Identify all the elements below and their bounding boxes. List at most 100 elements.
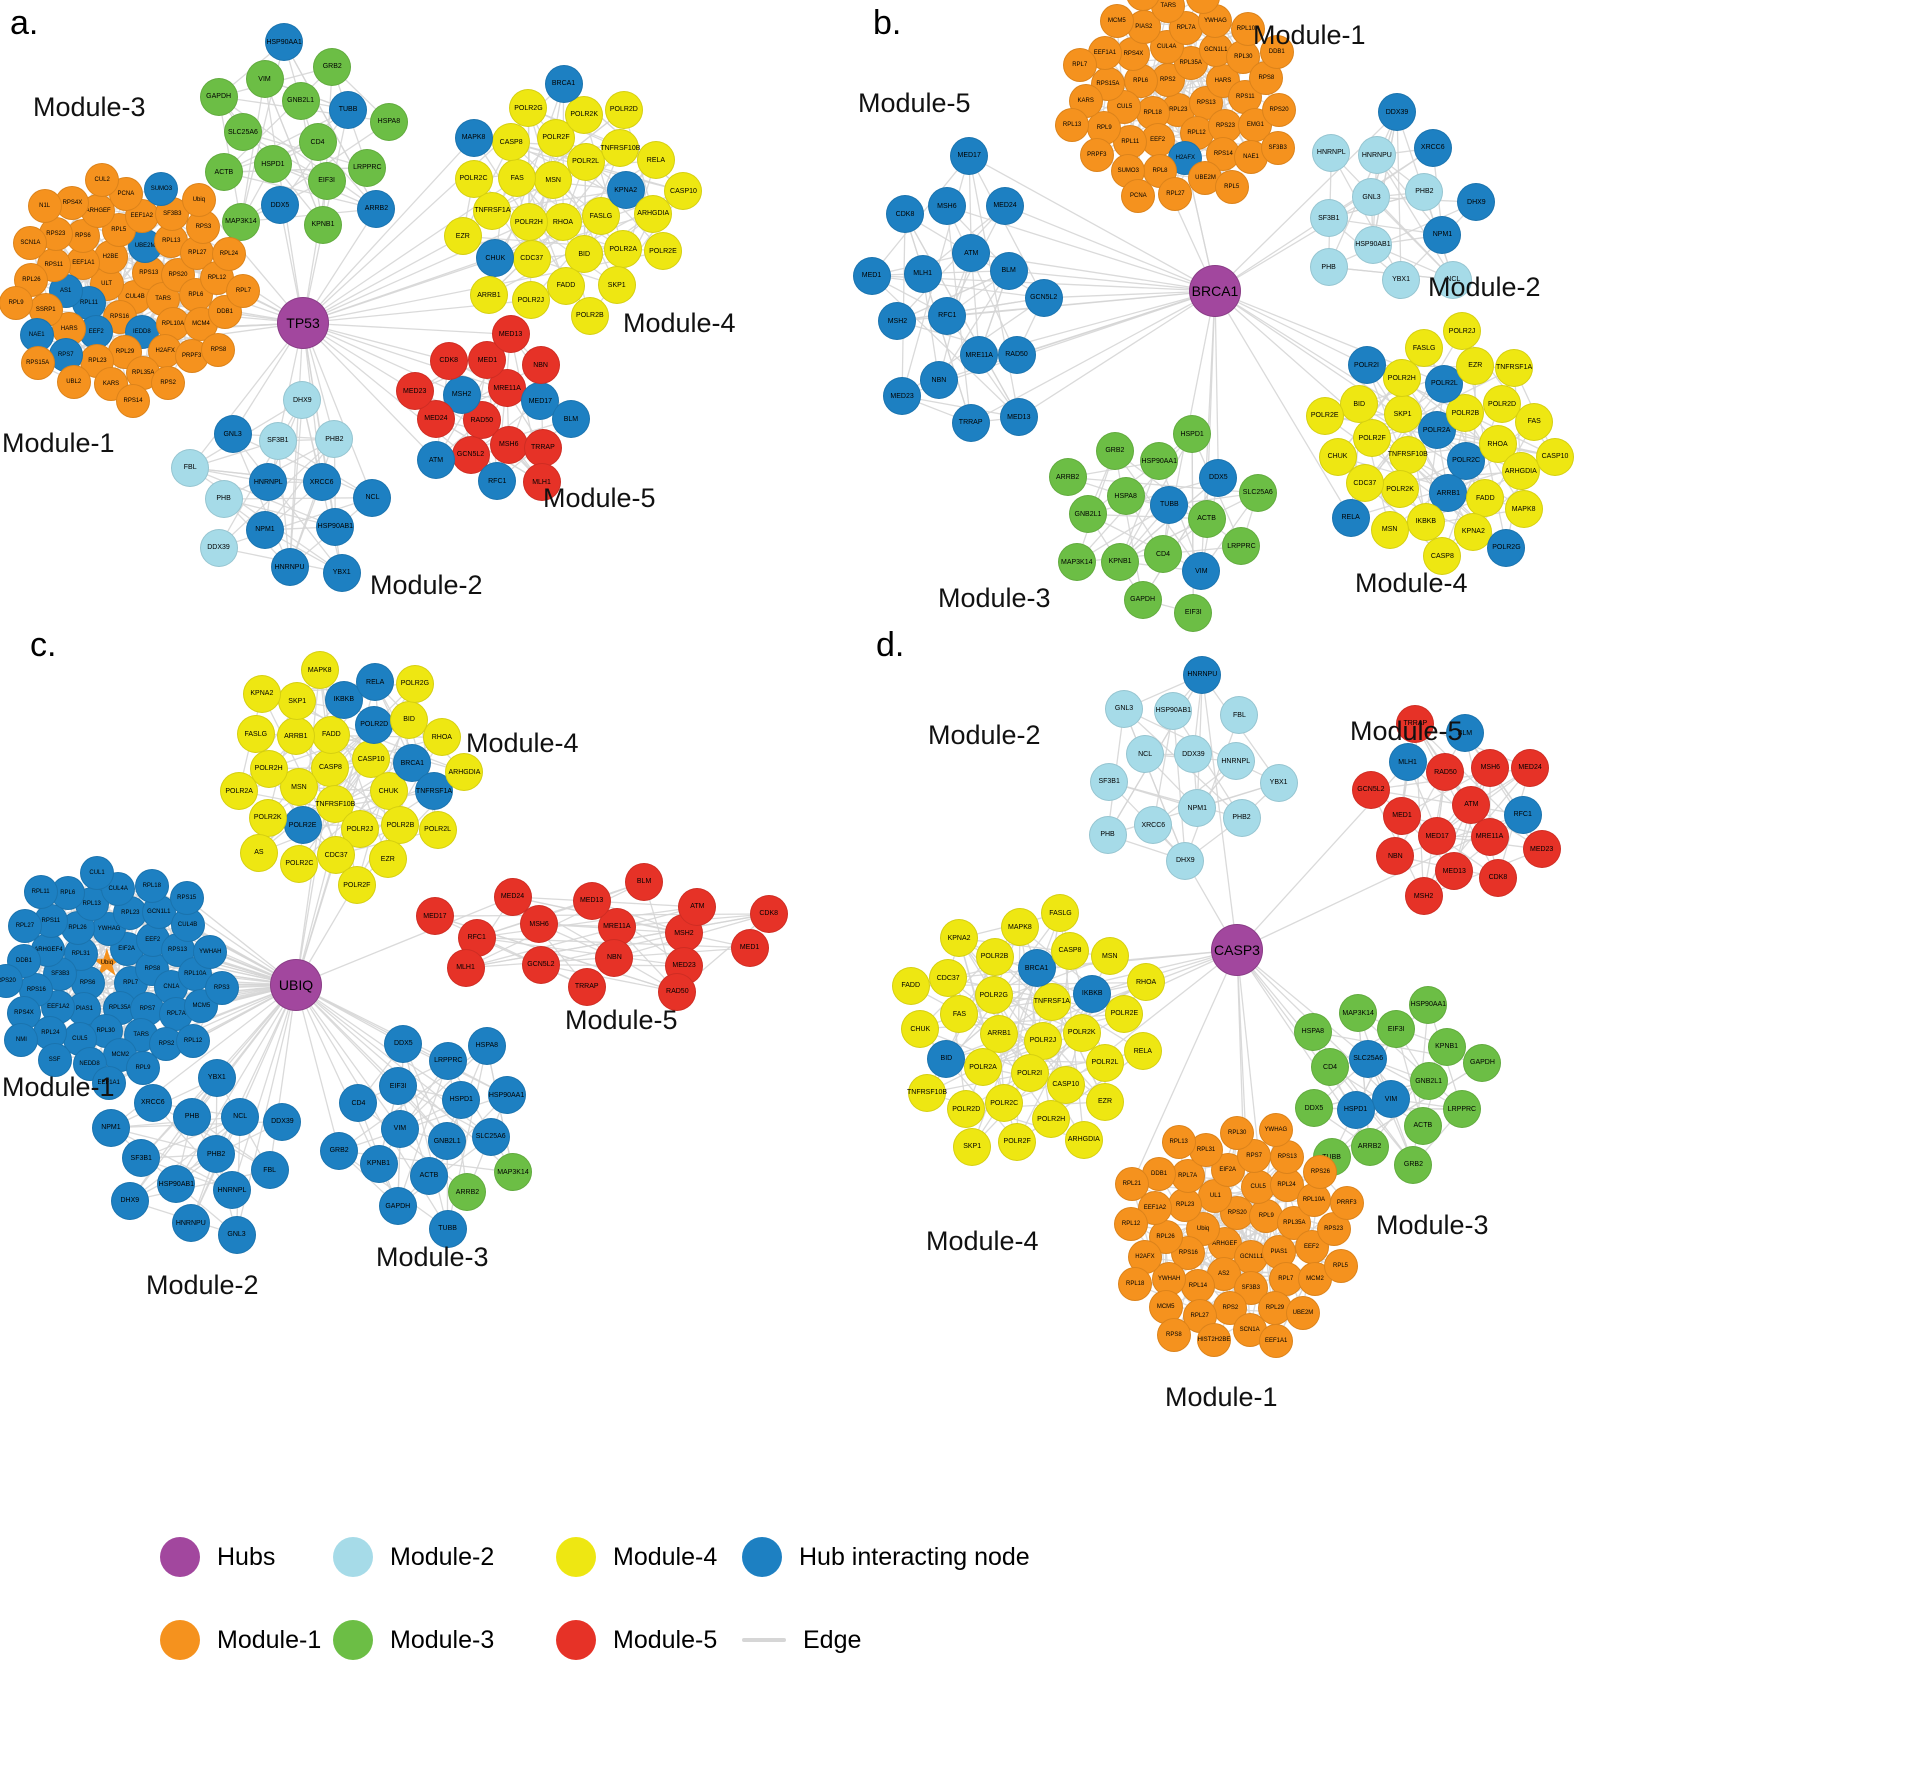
d-node-MRE11A[interactable]: MRE11A (1470, 817, 1509, 856)
b-node-FAS[interactable]: FAS (1515, 402, 1554, 441)
c-node-POLR2G[interactable]: POLR2G (395, 664, 434, 703)
b-node-ARRB2[interactable]: ARRB2 (1048, 458, 1087, 497)
a-node-POLR2J[interactable]: POLR2J (511, 281, 550, 320)
c-node-GCN5L2[interactable]: GCN5L2 (521, 945, 560, 984)
b-node-PHB[interactable]: PHB (1309, 248, 1348, 287)
c-node-FBL[interactable]: FBL (250, 1151, 289, 1190)
a-node-SF3B1[interactable]: SF3B1 (258, 421, 297, 460)
c-node-BLM[interactable]: BLM (625, 862, 664, 901)
d-node-POLR2B[interactable]: POLR2B (975, 937, 1014, 976)
b-node-TNFRSF1A[interactable]: TNFRSF1A (1495, 348, 1534, 387)
d-node-BRCA1[interactable]: BRCA1 (1017, 949, 1056, 987)
d-node-PHB2[interactable]: PHB2 (1222, 798, 1261, 837)
a-node-YBX1[interactable]: YBX1 (322, 553, 361, 592)
b-node-IKBKB[interactable]: IKBKB (1406, 502, 1445, 541)
b-node-PRPF3[interactable]: PRPF3 (1079, 137, 1114, 172)
d-node-RPL13[interactable]: RPL13 (1161, 1125, 1196, 1160)
a-node-GRB2[interactable]: GRB2 (313, 47, 352, 86)
a-node-NBN[interactable]: NBN (521, 346, 560, 385)
c-node-RPS15[interactable]: RPS15 (169, 881, 204, 916)
d-node-HIST2H2BE[interactable]: HIST2H2BE (1197, 1323, 1232, 1358)
a-node-KPNB1[interactable]: KPNB1 (304, 205, 342, 244)
b-node-MED17[interactable]: MED17 (950, 136, 989, 175)
d-node-CUL5[interactable]: CUL5 (1241, 1170, 1276, 1205)
b-node-HNRNPL[interactable]: HNRNPL (1312, 133, 1351, 172)
a-hub-TP53[interactable]: TP53 (277, 297, 329, 349)
d-node-YWHAG[interactable]: YWHAG (1258, 1113, 1293, 1148)
a-node-RPS14[interactable]: RPS14 (116, 384, 151, 419)
d-node-EEF1A1[interactable]: EEF1A1 (1259, 1324, 1294, 1359)
d-node-RPL21[interactable]: RPL21 (1114, 1166, 1149, 1201)
a-node-RPL24[interactable]: RPL24 (211, 236, 246, 271)
d-node-CASP10[interactable]: CASP10 (1046, 1065, 1085, 1104)
c-node-POLR2F[interactable]: POLR2F (337, 866, 376, 905)
b-node-RPL29[interactable]: RPL29 (1185, 0, 1220, 14)
c-node-ARRB1[interactable]: ARRB1 (276, 717, 315, 756)
c-node-HNRNPU[interactable]: HNRNPU (171, 1204, 210, 1243)
c-node-RPS3[interactable]: RPS3 (204, 970, 239, 1005)
c-node-MED24[interactable]: MED24 (493, 877, 532, 916)
a-node-XRCC6[interactable]: XRCC6 (302, 463, 341, 502)
d-node-LRPPRC[interactable]: LRPPRC (1442, 1090, 1481, 1129)
c-node-FASLG[interactable]: FASLG (236, 715, 275, 754)
d-node-SKP1[interactable]: SKP1 (953, 1127, 992, 1166)
c-node-VIM[interactable]: VIM (380, 1109, 419, 1148)
d-node-YBX1[interactable]: YBX1 (1259, 763, 1298, 802)
a-node-NPM1[interactable]: NPM1 (245, 510, 284, 549)
a-node-DHX9[interactable]: DHX9 (283, 381, 322, 420)
a-node-HNRNPU[interactable]: HNRNPU (270, 548, 309, 587)
d-node-MED24[interactable]: MED24 (1511, 748, 1550, 787)
c-node-POLR2C[interactable]: POLR2C (280, 844, 319, 883)
c-node-SLC25A6[interactable]: SLC25A6 (471, 1117, 510, 1156)
d-node-RPL18[interactable]: RPL18 (1118, 1267, 1153, 1302)
b-node-RAD50[interactable]: RAD50 (997, 335, 1036, 374)
b-node-MAPK8[interactable]: MAPK8 (1504, 490, 1543, 529)
b-node-MED24[interactable]: MED24 (985, 186, 1024, 225)
c-node-RPL11[interactable]: RPL11 (23, 875, 58, 910)
b-node-DDX5[interactable]: DDX5 (1199, 458, 1238, 497)
a-node-RPS15A[interactable]: RPS15A (20, 346, 55, 381)
d-node-GRB2[interactable]: GRB2 (1394, 1145, 1433, 1184)
b-node-RFC1[interactable]: RFC1 (928, 296, 967, 335)
c-node-GNL3[interactable]: GNL3 (217, 1215, 256, 1254)
a-node-BLM[interactable]: BLM (551, 400, 590, 439)
b-node-DHX9[interactable]: DHX9 (1457, 183, 1496, 222)
d-node-UBE2M[interactable]: UBE2M (1285, 1295, 1320, 1330)
a-node-LRPPRC[interactable]: LRPPRC (348, 148, 387, 187)
c-node-PHB2[interactable]: PHB2 (197, 1135, 236, 1174)
d-node-RPS8[interactable]: RPS8 (1156, 1318, 1191, 1353)
c-node-GRB2[interactable]: GRB2 (320, 1131, 359, 1170)
d-node-HSP90AA1[interactable]: HSP90AA1 (1409, 985, 1448, 1024)
b-node-SF3B1[interactable]: SF3B1 (1309, 199, 1348, 238)
d-node-SLC25A6[interactable]: SLC25A6 (1349, 1039, 1388, 1078)
c-node-POLR2E[interactable]: POLR2E (283, 806, 322, 845)
a-node-EZR[interactable]: EZR (443, 217, 482, 256)
d-node-MLH1[interactable]: MLH1 (1388, 743, 1427, 782)
a-node-TUBB[interactable]: TUBB (329, 90, 368, 129)
d-node-TNFRSF10B[interactable]: TNFRSF10B (907, 1073, 947, 1112)
a-node-FBL[interactable]: FBL (171, 448, 210, 487)
d-node-MSN[interactable]: MSN (1090, 937, 1129, 976)
a-node-GAPDH[interactable]: GAPDH (199, 77, 238, 116)
b-node-MAP3K14[interactable]: MAP3K14 (1057, 543, 1096, 582)
c-node-DDX5[interactable]: DDX5 (384, 1024, 423, 1063)
b-node-POLR2E[interactable]: POLR2E (1305, 396, 1344, 435)
c-node-POLR2L[interactable]: POLR2L (418, 810, 457, 849)
c-node-MED1[interactable]: MED1 (730, 928, 769, 967)
c-node-EIF3I[interactable]: EIF3I (379, 1067, 418, 1106)
c-node-PHB[interactable]: PHB (173, 1097, 212, 1136)
a-node-POLR2D[interactable]: POLR2D (604, 90, 643, 129)
b-node-HNRNPU[interactable]: HNRNPU (1357, 136, 1396, 175)
d-node-RPL5[interactable]: RPL5 (1323, 1248, 1358, 1283)
c-node-MAPK8[interactable]: MAPK8 (300, 651, 339, 690)
c-node-CDK8[interactable]: CDK8 (749, 894, 788, 933)
d-node-KPNB1[interactable]: KPNB1 (1427, 1027, 1466, 1066)
c-node-RPL18[interactable]: RPL18 (134, 869, 169, 904)
d-node-GCN5L2[interactable]: GCN5L2 (1351, 770, 1390, 809)
c-node-NPM1[interactable]: NPM1 (91, 1108, 130, 1147)
a-node-RPS2[interactable]: RPS2 (151, 366, 186, 401)
a-node-ATM[interactable]: ATM (417, 441, 456, 480)
d-node-RPS26[interactable]: RPS26 (1303, 1155, 1338, 1190)
d-node-DHX9[interactable]: DHX9 (1166, 841, 1205, 880)
b-node-VIM[interactable]: VIM (1182, 552, 1221, 591)
